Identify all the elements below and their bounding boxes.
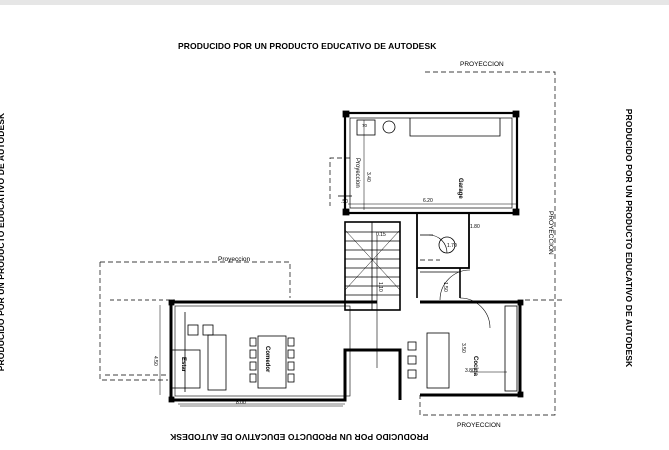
dim-garage-edge: .50: [341, 199, 348, 205]
projection-label-left-wing: Proyeccion: [218, 256, 251, 263]
dim-garage-width: 6.20: [423, 198, 433, 204]
window-top-bar: [0, 0, 669, 5]
dim-kitchen-depth: 3.50: [460, 343, 466, 353]
watermark-top: PRODUCIDO POR UN PRODUCTO EDUCATIVO DE A…: [178, 41, 437, 51]
projection-outlines: [99, 71, 565, 416]
room-label-garage: Garage: [457, 178, 463, 199]
dim-garage-depth: 3.40: [365, 172, 371, 182]
bathroom: [416, 212, 470, 269]
projection-label-bottom: PROYECCION: [457, 422, 501, 429]
room-label-comedor: Comedor: [264, 346, 270, 373]
dim-kitchen-width: 3.80: [465, 368, 475, 374]
projection-label-top: PROYECCION: [460, 61, 504, 68]
dim-living-width: 8.00: [236, 400, 246, 406]
projection-label-garage-side: Proyeccion: [354, 158, 360, 188]
dim-garage-corner: 70: [362, 123, 368, 128]
dim-stair-top: 0.15: [376, 232, 386, 238]
dimension-lines: [159, 120, 516, 407]
hall: [416, 268, 471, 301]
living-room-walls: [110, 299, 402, 405]
stair: [344, 221, 401, 368]
columns: [168, 110, 524, 403]
kitchen-walls: [407, 297, 522, 397]
dim-bath-label: 1.70: [447, 243, 457, 249]
room-label-estar: Estar: [180, 357, 186, 373]
projection-label-right: PROYECCION: [547, 211, 554, 255]
dim-bath-width: 1.80: [470, 224, 480, 230]
dim-stair-side: 1.10: [377, 282, 383, 292]
room-label-cocina: Cocina: [472, 356, 478, 377]
dim-hall-width: 1.50: [442, 282, 448, 292]
dim-living-depth: 4.50: [152, 356, 158, 366]
